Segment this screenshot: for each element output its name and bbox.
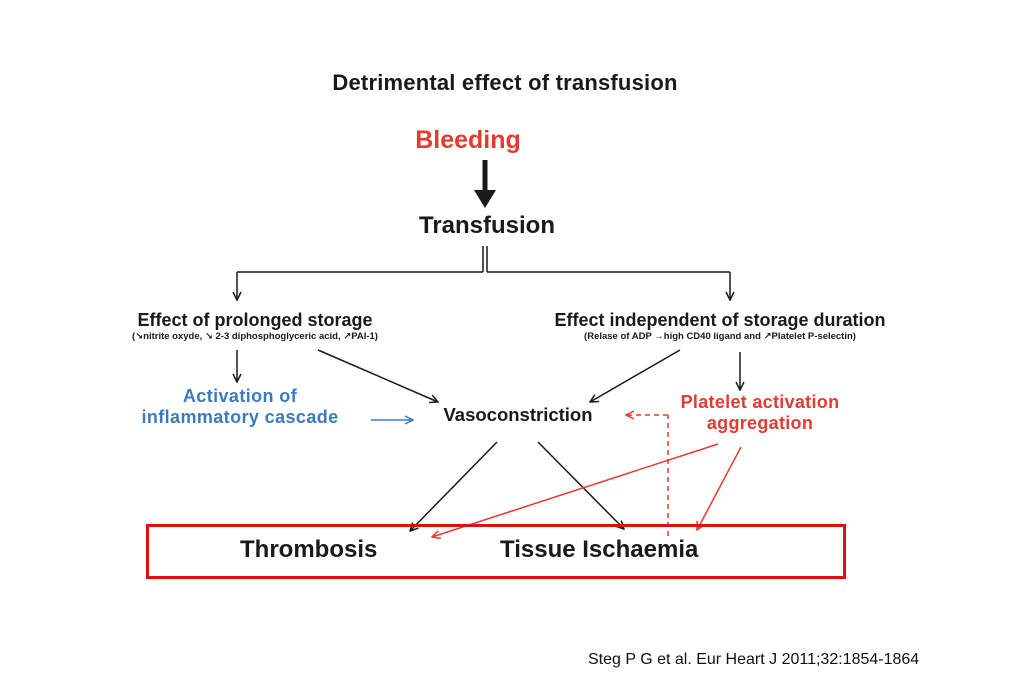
platelet-line-2: aggregation: [706, 413, 814, 433]
thrombosis-label: Thrombosis: [240, 536, 378, 563]
vasoconstriction-label: Vasoconstriction: [443, 404, 593, 425]
inflammatory-cascade-label: Activation of inflammatory cascade: [141, 386, 338, 428]
independent-storage-note: (Relase of ADP →high CD40 ligand and ↗Pl…: [584, 331, 856, 342]
transfusion-split-connector: [237, 246, 730, 300]
prolonged-storage-label: Effect of prolonged storage: [137, 310, 373, 330]
platelet-to-ischaemia-arrow: [697, 446, 742, 530]
tissue-ischaemia-label: Tissue Ischaemia: [500, 536, 699, 563]
vasoconstriction-to-ischaemia-arrow: [537, 441, 624, 529]
platelet-activation-label: Platelet activation aggregation: [681, 392, 840, 434]
platelet-line-1: Platelet activation: [680, 392, 840, 412]
storage-to-vasoconstriction-arrow: [317, 349, 438, 402]
platelet-to-thrombosis-arrow: [432, 443, 719, 537]
outcomes-box: [146, 524, 846, 579]
platelet-to-vasoconstriction-dashed-arrow: [626, 415, 669, 536]
transfusion-label: Transfusion: [418, 212, 556, 239]
prolonged-storage-note: (↘nitrite oxyde, ↘ 2-3 diphosphoglyceric…: [132, 331, 378, 342]
bleeding-to-transfusion-arrow: [474, 160, 496, 208]
independent-to-vasoconstriction-arrow: [590, 349, 681, 402]
diagram-title: Detrimental effect of transfusion: [332, 70, 678, 95]
bleeding-label: Bleeding: [415, 126, 521, 154]
inflammatory-line-2: inflammatory cascade: [141, 407, 339, 427]
citation: Steg P G et al. Eur Heart J 2011;32:1854…: [588, 651, 920, 668]
inflammatory-line-1: Activation of: [182, 386, 298, 406]
vasoconstriction-to-thrombosis-arrow: [410, 441, 498, 531]
independent-storage-label: Effect independent of storage duration: [554, 310, 886, 330]
